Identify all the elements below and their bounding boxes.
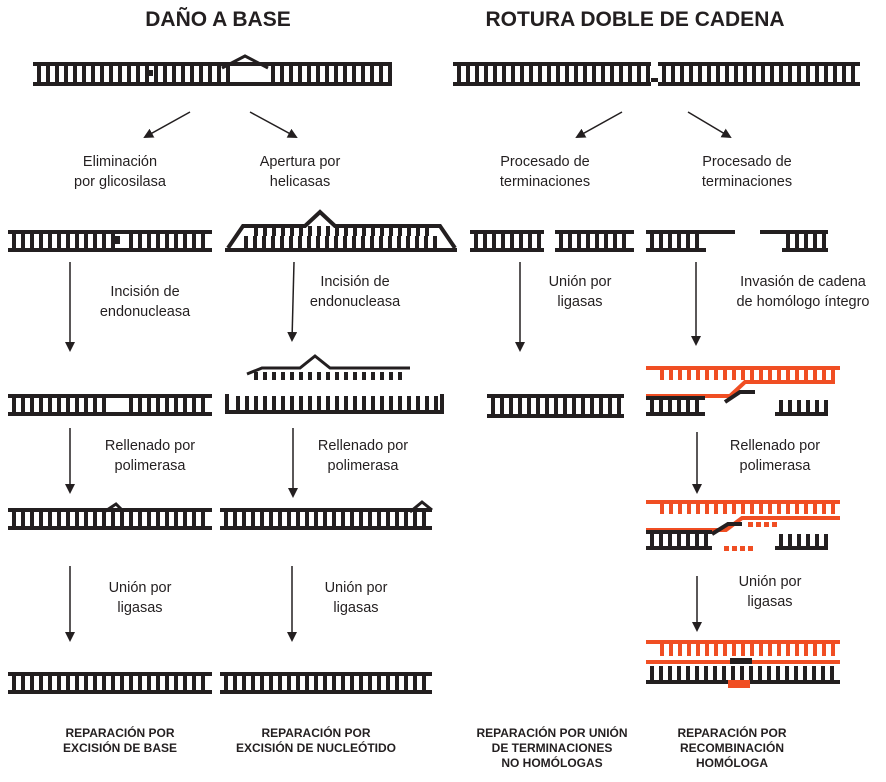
dna-filled-ber bbox=[8, 502, 212, 530]
label-strand-invasion: Invasión de cadena de homólogo íntegro bbox=[736, 274, 870, 310]
label-polymerase-3: Rellenado por polimerasa bbox=[729, 438, 821, 474]
dna-filled-ner bbox=[220, 500, 433, 530]
label-ligase-1: Unión por ligasas bbox=[108, 580, 172, 616]
label-end-processing-2: Procesado de terminaciones bbox=[701, 154, 793, 190]
label-end-processing-1: Procesado de terminaciones bbox=[499, 154, 591, 190]
arrow-layer bbox=[65, 111, 732, 642]
dna-incised-ner bbox=[225, 354, 444, 414]
label-polymerase-1: Rellenado por polimerasa bbox=[104, 438, 196, 474]
dna-layer bbox=[8, 54, 860, 694]
dna-double-strand-break bbox=[453, 62, 860, 86]
dna-base-damage bbox=[33, 54, 392, 86]
dna-strand-invasion bbox=[646, 366, 840, 416]
arrow-endonuclease-2 bbox=[287, 261, 298, 342]
dna-incised-ber bbox=[8, 394, 212, 416]
label-ligase-2: Unión por ligasas bbox=[324, 580, 388, 616]
label-endonuclease-2: Incisión de endonucleasa bbox=[309, 274, 401, 310]
dna-repaired-hr bbox=[646, 640, 840, 688]
label-ligase-nhej: Unión por ligasas bbox=[548, 274, 612, 310]
arrow-to-end-processing-1 bbox=[575, 111, 623, 138]
dna-ligated-nhej bbox=[487, 394, 624, 418]
arrow-to-glycosylase bbox=[143, 111, 191, 138]
label-helicase: Apertura por helicasas bbox=[259, 154, 341, 190]
label-endonuclease-1: Incisión de endonucleasa bbox=[99, 284, 191, 320]
footer-nhej: REPARACIÓN POR UNIÓN DE TERMINACIONES NO… bbox=[476, 726, 628, 770]
dna-opened-by-helicase bbox=[225, 209, 457, 252]
label-polymerase-2: Rellenado por polimerasa bbox=[317, 438, 409, 474]
arrow-to-helicase bbox=[249, 111, 298, 138]
footer-homologous-recombination: REPARACIÓN POR RECOMBINACIÓN HOMÓLOGA bbox=[677, 726, 787, 770]
dna-polymerase-hr bbox=[646, 500, 840, 551]
footer-nucleotide-excision: REPARACIÓN POR EXCISIÓN DE NUCLEÓTIDO bbox=[235, 726, 396, 755]
dna-processed-ends-hr bbox=[646, 230, 828, 252]
footer-base-excision: REPARACIÓN POR EXCISIÓN DE BASE bbox=[62, 726, 178, 755]
title-double-strand-break: ROTURA DOBLE DE CADENA bbox=[485, 8, 785, 31]
dna-nhej-left-end bbox=[470, 230, 544, 252]
label-glycosylase: Eliminación por glicosilasa bbox=[74, 154, 166, 190]
label-ligase-3: Unión por ligasas bbox=[738, 574, 802, 610]
dna-repaired-ber bbox=[8, 672, 212, 694]
dna-gap-after-glycosylase bbox=[8, 230, 212, 252]
title-base-damage: DAÑO A BASE bbox=[145, 8, 291, 31]
arrow-to-end-processing-2 bbox=[687, 111, 732, 139]
dna-repaired-ner bbox=[220, 672, 432, 694]
dna-nhej-right-end bbox=[555, 230, 634, 252]
